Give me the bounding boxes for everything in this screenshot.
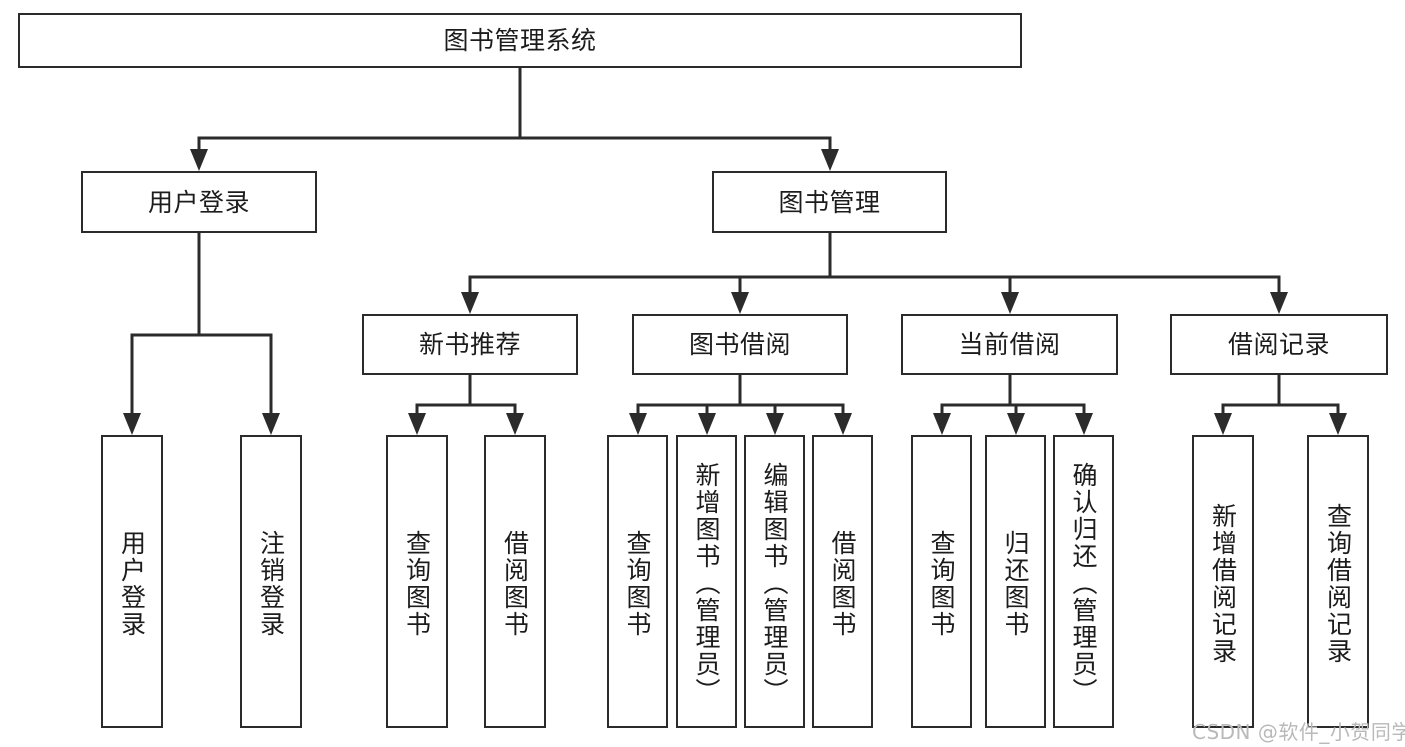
node-label-root: 图书管理系统 xyxy=(443,26,597,55)
node-label-leaf-add-record: 新增借阅记录 xyxy=(1208,502,1238,665)
node-label-leaf-return-book: 归还图书 xyxy=(1001,529,1030,638)
conn-book-borrow-arrow-leaf-add-book xyxy=(698,413,716,435)
node-label-user-login: 用户登录 xyxy=(147,187,250,217)
node-book-manage[interactable]: 图书管理 xyxy=(712,171,947,233)
node-new-book-recommend[interactable]: 新书推荐 xyxy=(362,314,578,375)
node-label-leaf-confirm-return: 确认归还（管理员） xyxy=(1069,462,1098,705)
node-leaf-return-book[interactable]: 归还图书 xyxy=(985,435,1046,728)
node-leaf-add-record[interactable]: 新增借阅记录 xyxy=(1192,435,1254,728)
conn-book-borrow-arrow-leaf-query-book-2 xyxy=(629,413,647,435)
conn-book-manage-arrow-book-borrow xyxy=(731,292,749,314)
conn-current-borrow-arrow-leaf-confirm-return xyxy=(1075,413,1093,435)
node-borrow-record[interactable]: 借阅记录 xyxy=(1170,314,1388,375)
node-label-leaf-query-book-1: 查询图书 xyxy=(402,529,432,638)
conn-new-book-arrow-leaf-query-book-1 xyxy=(408,413,426,435)
node-leaf-confirm-return[interactable]: 确认归还（管理员） xyxy=(1053,435,1114,728)
node-label-leaf-user-login: 用户登录 xyxy=(117,529,147,638)
node-label-leaf-logout: 注销登录 xyxy=(256,529,286,638)
node-leaf-query-book-2[interactable]: 查询图书 xyxy=(607,435,668,728)
conn-book-manage-arrow-borrow-record xyxy=(1270,292,1288,314)
conn-user-login-arrow-leaf-user-login xyxy=(123,413,141,435)
conn-current-borrow-arrow-leaf-query-book-3 xyxy=(933,413,951,435)
node-leaf-user-login[interactable]: 用户登录 xyxy=(101,435,163,728)
node-leaf-edit-book[interactable]: 编辑图书（管理员） xyxy=(744,435,805,728)
conn-new-book-arrow-leaf-borrow-book-1 xyxy=(506,413,524,435)
node-leaf-borrow-book-1[interactable]: 借阅图书 xyxy=(484,435,546,728)
node-user-login[interactable]: 用户登录 xyxy=(81,171,317,233)
node-leaf-logout[interactable]: 注销登录 xyxy=(240,435,302,728)
node-book-borrow[interactable]: 图书借阅 xyxy=(632,314,848,375)
node-leaf-query-record[interactable]: 查询借阅记录 xyxy=(1307,435,1369,728)
conn-book-borrow-arrow-leaf-borrow-book-2 xyxy=(834,413,852,435)
node-label-leaf-query-record: 查询借阅记录 xyxy=(1323,502,1353,665)
node-label-book-borrow: 图书借阅 xyxy=(688,330,791,359)
node-leaf-query-book-3[interactable]: 查询图书 xyxy=(911,435,972,728)
conn-book-borrow-arrow-leaf-edit-book xyxy=(766,413,784,435)
node-label-leaf-query-book-2: 查询图书 xyxy=(623,529,652,638)
conn-root-arrow-user-login xyxy=(190,149,208,171)
conn-borrow-record-arrow-leaf-add-record xyxy=(1214,413,1232,435)
node-leaf-query-book-1[interactable]: 查询图书 xyxy=(386,435,448,728)
node-label-book-manage: 图书管理 xyxy=(778,187,881,217)
node-leaf-borrow-book-2[interactable]: 借阅图书 xyxy=(812,435,873,728)
node-label-new-book-recommend: 新书推荐 xyxy=(418,330,521,359)
conn-current-borrow-arrow-leaf-return-book xyxy=(1007,413,1025,435)
node-label-borrow-record: 借阅记录 xyxy=(1227,330,1330,359)
node-label-leaf-query-book-3: 查询图书 xyxy=(927,529,956,638)
conn-borrow-record-arrow-leaf-query-record xyxy=(1329,413,1347,435)
conn-user-login-arrow-leaf-logout xyxy=(262,413,280,435)
node-label-leaf-borrow-book-1: 借阅图书 xyxy=(500,529,530,638)
node-current-borrow[interactable]: 当前借阅 xyxy=(901,314,1118,375)
node-leaf-add-book[interactable]: 新增图书（管理员） xyxy=(676,435,737,728)
node-label-leaf-add-book: 新增图书（管理员） xyxy=(692,462,721,705)
node-label-leaf-edit-book: 编辑图书（管理员） xyxy=(760,462,789,705)
conn-book-manage-arrow-new-book-recommend xyxy=(461,292,479,314)
conn-root-arrow-book-manage xyxy=(821,149,839,171)
node-root[interactable]: 图书管理系统 xyxy=(18,13,1022,68)
node-label-leaf-borrow-book-2: 借阅图书 xyxy=(828,529,857,638)
conn-book-manage-arrow-current-borrow xyxy=(1001,292,1019,314)
node-label-current-borrow: 当前借阅 xyxy=(958,330,1061,359)
